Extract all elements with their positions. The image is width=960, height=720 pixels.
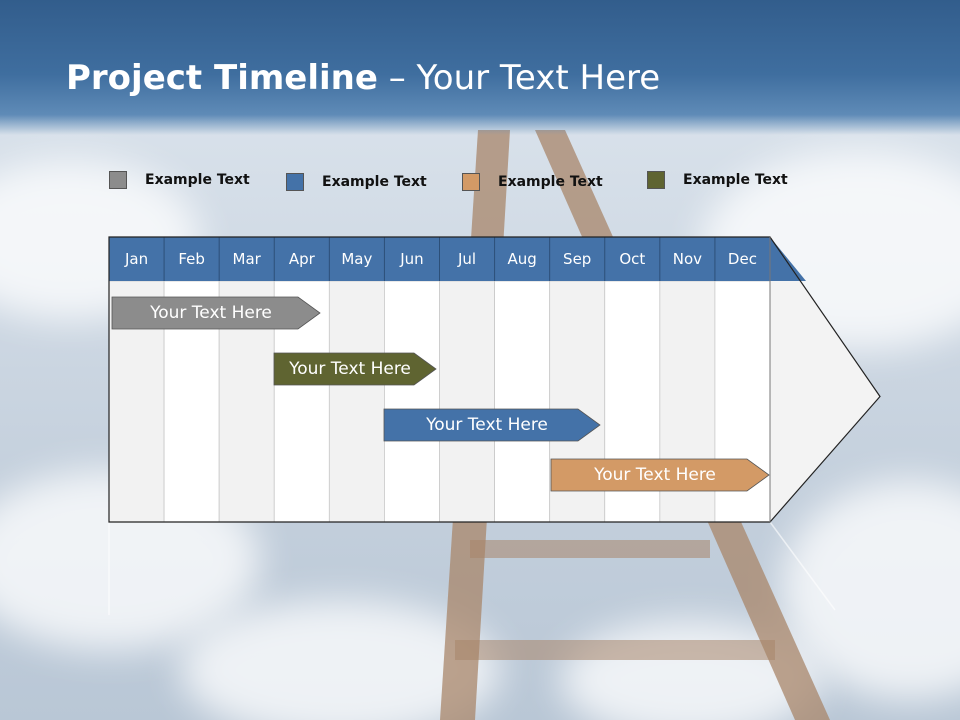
legend-label: Example Text	[683, 172, 788, 188]
title-bold: Project Timeline	[66, 58, 378, 98]
month-label: Nov	[672, 250, 702, 268]
task-bar	[550, 458, 770, 492]
title-rest: – Your Text Here	[377, 58, 661, 98]
month-column	[384, 280, 440, 523]
month-header-bar	[109, 237, 806, 281]
legend-swatch	[647, 171, 665, 189]
task-label: Your Text Here	[594, 465, 716, 485]
month-column	[439, 280, 495, 523]
month-column	[328, 280, 385, 523]
reflection-line	[769, 521, 836, 611]
legend-swatch	[286, 173, 304, 191]
month-label: Feb	[178, 250, 205, 268]
legend-swatch	[109, 171, 127, 189]
task-bar	[111, 296, 321, 330]
timeline-arrow-outline	[108, 236, 881, 523]
page-title: Project Timeline – Your Text Here	[66, 58, 660, 98]
month-column	[494, 280, 551, 523]
task-label: Your Text Here	[289, 359, 411, 379]
task-bar	[383, 408, 601, 442]
month-label: Jan	[124, 250, 149, 268]
month-label: May	[341, 250, 373, 268]
legend-label: Example Text	[322, 174, 427, 190]
month-label: Apr	[288, 250, 315, 268]
month-label: Mar	[232, 250, 261, 268]
task-label: Your Text Here	[150, 303, 272, 323]
legend-label: Example Text	[145, 172, 250, 188]
month-label: Aug	[507, 250, 537, 268]
legend-label: Example Text	[498, 174, 603, 190]
task-label: Your Text Here	[426, 415, 548, 435]
month-label: Oct	[619, 250, 646, 268]
month-label: Dec	[727, 250, 757, 268]
legend-swatch	[462, 173, 480, 191]
header-banner	[0, 0, 960, 135]
month-label: Jun	[400, 250, 424, 268]
task-bar	[273, 352, 437, 386]
month-label: Sep	[563, 250, 592, 268]
month-label: Jul	[457, 250, 477, 268]
